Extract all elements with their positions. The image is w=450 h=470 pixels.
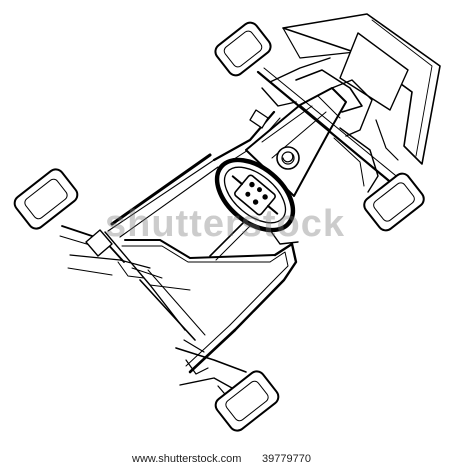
footer-site: www.shutterstock.com	[132, 453, 242, 465]
go-kart-illustration	[13, 13, 441, 432]
footer-image-id: 39779770	[262, 453, 311, 465]
wheel-rear-right	[363, 172, 425, 232]
steering-wheel	[214, 157, 296, 233]
steering-column	[209, 219, 299, 261]
rear-spoiler	[282, 13, 441, 165]
rear-axle	[249, 57, 407, 193]
wheel-rear-top	[214, 21, 272, 77]
wheel-front-left	[13, 168, 79, 230]
front-axle	[59, 225, 151, 276]
wheel-front-bottom	[214, 370, 280, 432]
image-footer: www.shutterstock.com 39779770	[0, 450, 450, 470]
